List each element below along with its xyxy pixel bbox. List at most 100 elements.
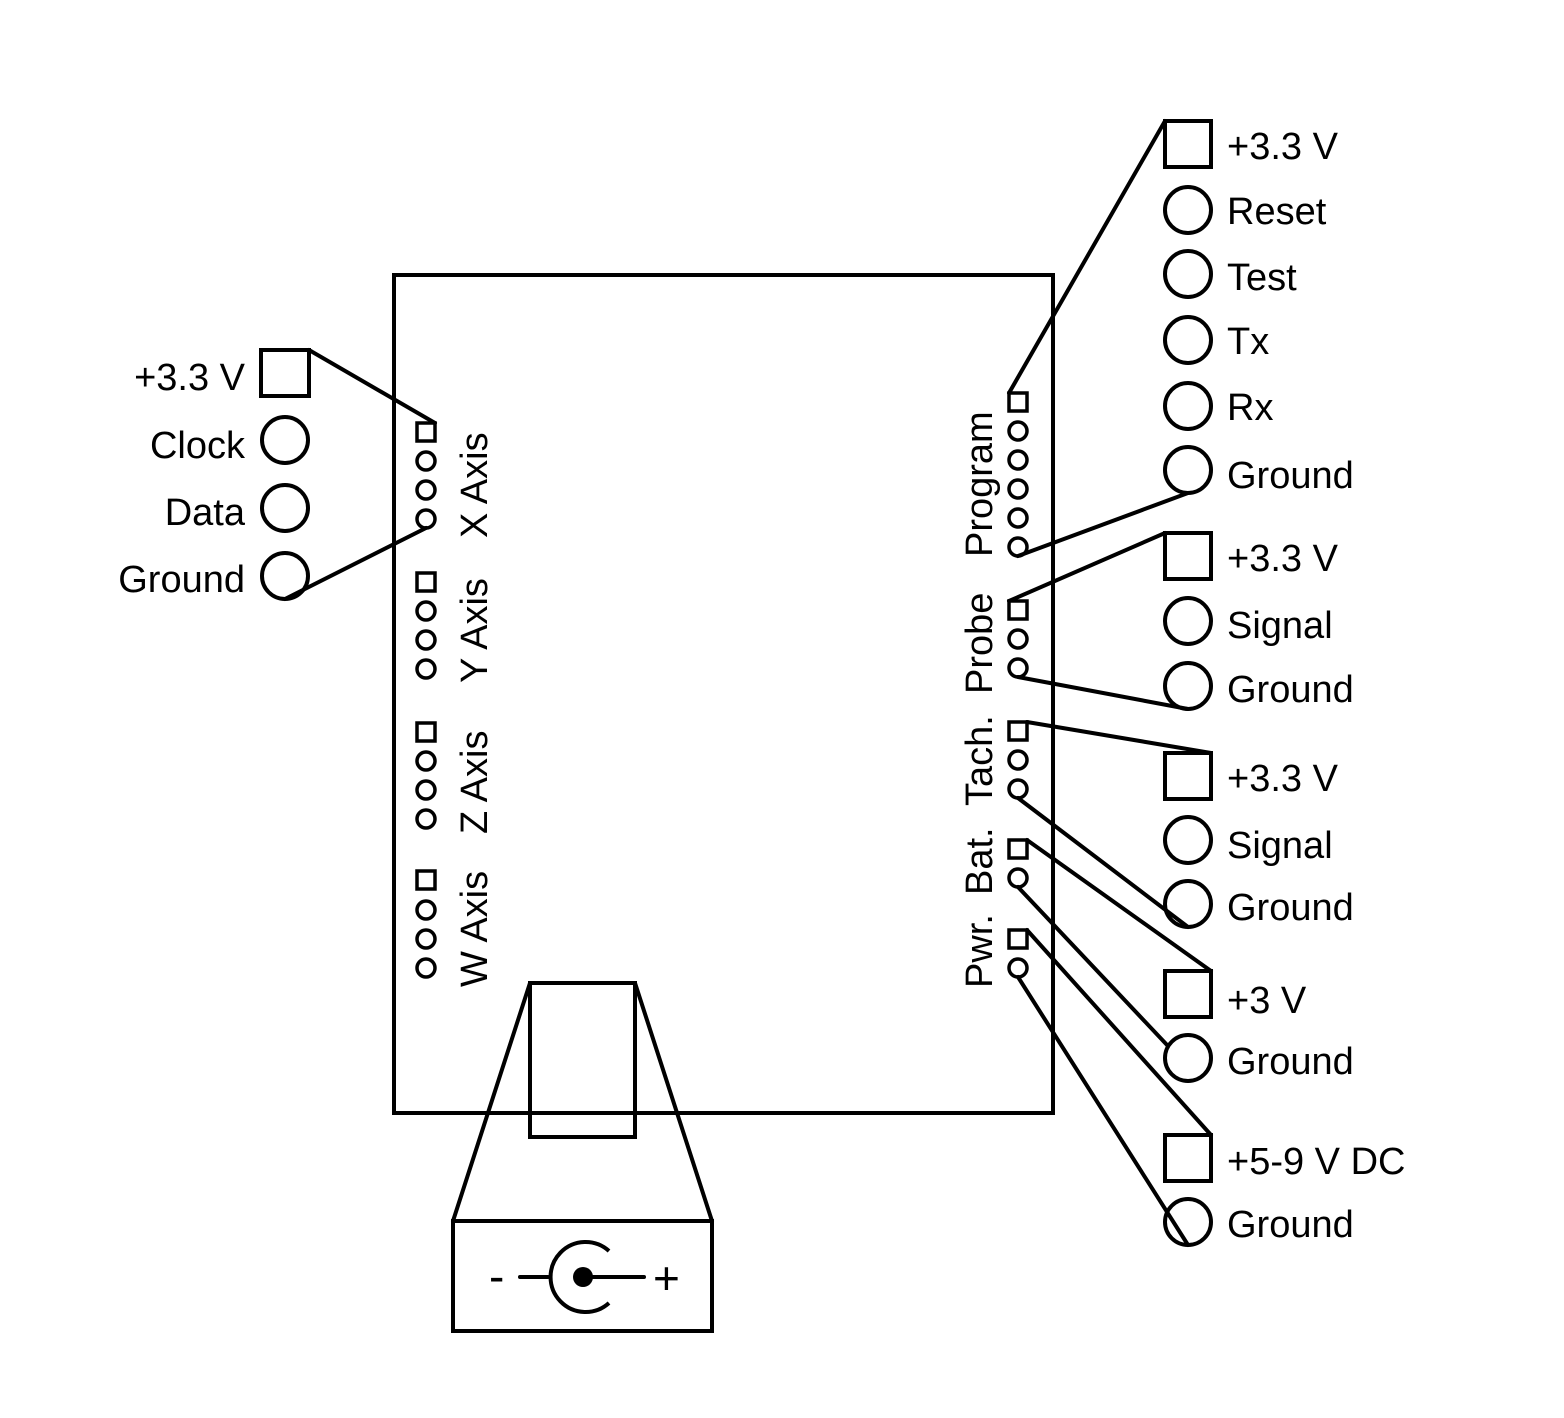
probe-ext-pin [1163, 596, 1213, 646]
battery-pin-square [1007, 838, 1029, 860]
power-label-5-9v: +5-9 V DC [1227, 1141, 1405, 1183]
tach-label: Tach. [959, 715, 1001, 806]
y-axis-pin [415, 629, 437, 651]
program-label-test: Test [1227, 257, 1297, 299]
wire-left-bottom [283, 526, 428, 601]
wire-battery-top [1025, 838, 1213, 973]
program-pin-square [1007, 391, 1029, 413]
w-axis-pin-square [415, 869, 437, 891]
probe-label-signal: Signal [1227, 605, 1333, 647]
main-board [392, 273, 1055, 1115]
wire-power-top [1025, 928, 1213, 1137]
program-pin [1007, 507, 1029, 529]
y-axis-pin [415, 600, 437, 622]
power-jack: - + [451, 981, 714, 1333]
wire-program-bottom [1016, 491, 1190, 558]
probe-label: Probe [959, 593, 1001, 694]
power-header [1007, 928, 1029, 979]
z-axis-pin [415, 808, 437, 830]
tach-ext-pin [1163, 879, 1213, 929]
power-jack-minus: - [489, 1250, 504, 1302]
x-axis-pin-square [415, 421, 437, 443]
power-label: Pwr. [959, 914, 1001, 988]
power-jack-sleeve [548, 1240, 611, 1314]
program-pin [1007, 449, 1029, 471]
program-label-ground: Ground [1227, 455, 1354, 497]
wire-battery-bottom [1016, 885, 1170, 1048]
power-pin [1007, 957, 1029, 979]
wire-tach-top [1025, 720, 1213, 755]
left-pin-clock [260, 415, 310, 465]
battery-label-ground: Ground [1227, 1041, 1354, 1083]
w-axis-pin [415, 957, 437, 979]
program-label-3v3: +3.3 V [1227, 126, 1339, 168]
wire-power-bottom [1016, 975, 1190, 1247]
left-pin-data [260, 483, 310, 533]
program-connector: +3.3 V Reset Test Tx Rx Ground [1163, 119, 1354, 497]
battery-label: Bat. [959, 827, 1001, 895]
power-jack-guide-right [633, 981, 714, 1223]
tach-ext-pin [1163, 815, 1213, 865]
power-jack-detail-box [451, 1219, 714, 1333]
battery-pin [1007, 867, 1029, 889]
axis-headers [415, 421, 437, 979]
power-label-ground: Ground [1227, 1204, 1354, 1246]
program-ext-pin [1163, 381, 1213, 431]
left-connector: +3.3 V Clock Data Ground [118, 348, 311, 601]
x-axis-label: X Axis [454, 432, 496, 538]
z-axis-pin [415, 779, 437, 801]
program-ext-pin [1163, 315, 1213, 365]
program-label-reset: Reset [1227, 191, 1327, 233]
w-axis-header [415, 869, 437, 979]
power-connector: +5-9 V DC Ground [1163, 1133, 1405, 1247]
probe-pin [1007, 628, 1029, 650]
y-axis-label: Y Axis [454, 578, 496, 683]
probe-label-3v3: +3.3 V [1227, 538, 1339, 580]
x-axis-pin [415, 508, 437, 530]
program-label-rx: Rx [1227, 387, 1273, 429]
y-axis-pin [415, 658, 437, 680]
probe-ext-square [1163, 531, 1213, 581]
program-ext-pin [1163, 185, 1213, 235]
power-ext-square [1163, 1133, 1213, 1183]
power-pin-square [1007, 928, 1029, 950]
left-label-data: Data [165, 492, 246, 534]
left-label-clock: Clock [150, 425, 246, 467]
left-pin-square [259, 348, 311, 398]
wire-probe-bottom [1016, 675, 1190, 711]
tach-header [1007, 720, 1029, 800]
probe-ext-pin [1163, 661, 1213, 711]
tach-label-ground: Ground [1227, 887, 1354, 929]
left-label-3v3: +3.3 V [134, 357, 246, 399]
power-jack-plus: + [653, 1252, 680, 1304]
probe-pin-square [1007, 599, 1029, 621]
tach-pin [1007, 778, 1029, 800]
x-axis-pin [415, 479, 437, 501]
battery-header [1007, 838, 1029, 889]
battery-ext-pin [1163, 1033, 1213, 1083]
probe-connector: +3.3 V Signal Ground [1163, 531, 1354, 711]
w-axis-label: W Axis [454, 871, 496, 987]
program-ext-pin [1163, 445, 1213, 495]
tach-pin-square [1007, 720, 1029, 742]
battery-ext-square [1163, 969, 1213, 1019]
tach-ext-square [1163, 751, 1213, 801]
wire-left-top [307, 348, 437, 425]
tach-pin [1007, 749, 1029, 771]
program-ext-pin [1163, 249, 1213, 299]
program-pin [1007, 478, 1029, 500]
program-ext-square [1163, 119, 1213, 169]
probe-label-ground: Ground [1227, 669, 1354, 711]
power-jack-guide-left [451, 981, 532, 1223]
y-axis-pin-square [415, 571, 437, 593]
tach-connector: +3.3 V Signal Ground [1163, 751, 1354, 929]
x-axis-header [415, 421, 437, 530]
program-label: Program [959, 411, 1001, 557]
z-axis-header [415, 721, 437, 830]
x-axis-pin [415, 450, 437, 472]
program-label-tx: Tx [1227, 321, 1269, 363]
battery-label-3v: +3 V [1227, 980, 1307, 1022]
left-label-ground: Ground [118, 559, 245, 601]
